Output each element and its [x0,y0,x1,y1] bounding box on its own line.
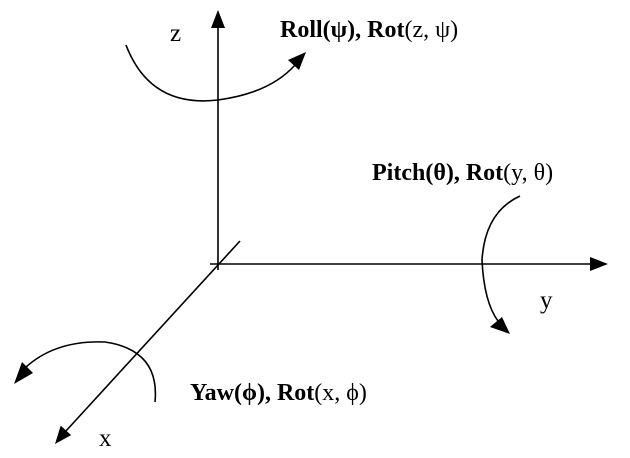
z-axis-label: z [170,20,182,47]
x-axis-line [64,240,241,433]
x-axis-label: x [99,425,112,452]
y-axis-label: y [540,287,553,314]
yaw-args: (x, ϕ) [314,380,367,406]
pitch-arc-arrowhead [490,317,510,334]
yaw-rotation-label: Yaw(ϕ), Rot(x, ϕ) [190,381,367,405]
roll-arc-arrowhead [288,52,306,70]
roll-rot-word: Rot [367,17,405,43]
yaw-rot-word: Rot [276,380,315,406]
x-axis-arrowhead [55,425,72,444]
roll-rotation-label: Roll(ψ), Rot(z, ψ) [280,18,458,42]
yaw-name: Yaw(ϕ), [190,380,271,406]
pitch-rot-word: Rot [465,160,504,186]
yaw-rotation-arc [24,341,157,403]
y-axis-arrowhead [590,257,608,271]
pitch-rotation-arc [481,195,521,322]
yaw-arc-arrowhead [14,362,33,384]
pitch-name: Pitch(θ), [372,160,460,186]
roll-args: (z, ψ) [404,17,459,43]
roll-name: Roll(ψ), [280,17,362,43]
roll-rotation-arc [125,44,296,102]
pitch-rotation-label: Pitch(θ), Rot(y, θ) [372,161,553,185]
pitch-args: (y, θ) [503,160,554,186]
z-axis-arrowhead [211,10,225,28]
